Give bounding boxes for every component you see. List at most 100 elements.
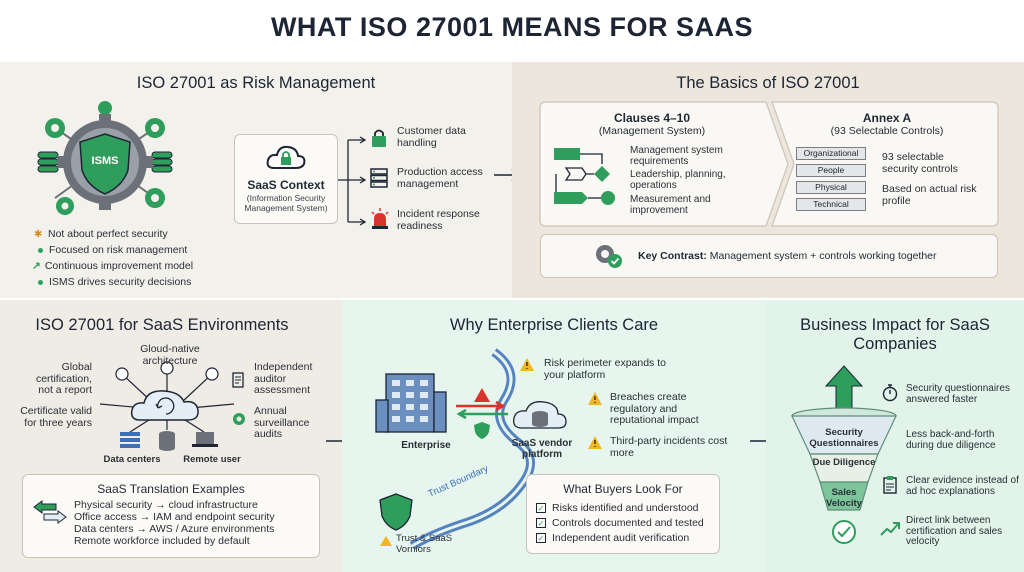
annex-tag: Technical [796,198,866,211]
key-contrast-text: Management system + controls working tog… [709,250,937,262]
risk-note: Third-party incidents cost more [610,435,728,459]
enterprise-vendor-graphic [375,348,567,550]
bug-icon: ✱ [34,229,43,240]
saas-context-card [234,134,338,224]
bracket-connector [338,136,367,226]
risk-note: Breaches create regulatory and reputatio… [610,391,699,426]
buyers-card [526,474,720,554]
annex-note: Based on actual risk profile [882,183,977,207]
clauses-item: Management system requirements [630,145,723,167]
risk-bullet: Focused on risk management [38,244,187,256]
funnel-level: Due Diligence [812,457,876,468]
impact-outcome: Less back-and-forth during due diligence [906,429,996,451]
annex-tag: Physical [796,181,866,194]
warning-icon [380,536,392,546]
buyers-item: ✓Risks identified and understood [536,502,699,514]
gear-icon [233,413,245,425]
shield-icon [79,133,131,195]
risk-panel: ISO 27001 as Risk Management [0,62,521,298]
server-icon [370,168,388,188]
gear-check-icon [596,245,622,268]
buyers-item: ✓Independent audit verification [536,532,690,544]
basics-heading: The Basics of ISO 27001 [676,74,860,92]
translation-item: Data centers → AWS / Azure environments [74,523,275,535]
basics-panel: The Basics of ISO 27001 Clauses 4–10 (Ma… [512,62,1024,298]
isms-gear-graphic [37,101,173,215]
growth-icon [880,522,900,536]
database-icon [159,431,175,451]
swap-arrows-icon [33,500,67,524]
risk-bullet: ↗Continuous improvement model [32,260,194,272]
impact-heading: Business Impact for SaaS Companies [800,316,990,353]
annex-tag: Organizational [796,147,866,160]
annex-title: Annex A [862,111,912,125]
translation-item: Office access → IAM and endpoint securit… [74,511,275,523]
right-label: Annual surveillance audits [254,405,310,440]
checkbox-icon: ✓ [536,518,546,528]
flowchart-icon [554,148,615,205]
clauses-item: Measurement and improvement [630,194,711,216]
translation-item: Remote workforce included by default [74,535,250,547]
bullet-dot [38,279,43,285]
building-icon [375,373,447,433]
clauses-subtitle: (Management System) [598,125,706,137]
key-contrast: Key Contrast: Management system + contro… [638,250,937,262]
isms-badge: ISMS [91,155,119,167]
annex-subtitle: (93 Selectable Controls) [830,125,944,137]
trust-shield-icon [379,493,413,531]
cloud-lock-icon [266,145,306,169]
risk-heading: ISO 27001 as Risk Management [136,74,376,92]
warning-icon [588,436,602,449]
sales-funnel-graphic [791,365,897,544]
saas-env-heading: ISO 27001 for SaaS Environments [35,316,289,334]
translation-item: Physical security → cloud infrastructure [74,499,258,511]
impact-outcome: Security questionnaires answered faster [906,383,1010,405]
saas-context-title: SaaS Context [247,178,325,192]
buyers-item: ✓Controls documented and tested [536,517,704,529]
impact-outcome: Direct link between certification and sa… [906,515,1003,547]
laptop-icon [192,432,218,447]
remote-user-label: Remote user [183,454,241,465]
risk-bullet: ISMS drives security decisions [38,276,191,288]
shield-icon [474,422,490,439]
left-label: Certificate valid for three years [20,405,92,429]
checkbox-icon: ✓ [536,503,546,513]
alarm-icon [371,208,389,229]
check-circle-icon [832,520,856,544]
risk-note: Risk perimeter expands to your platform [544,357,666,381]
item-customer-data: Customer data handling [397,125,466,149]
cloud-database-icon [513,401,567,429]
impact-outcome: Clear evidence instead of ad hoc explana… [906,475,1019,497]
saas-context-subtitle: (Information Security Management System) [244,193,328,213]
warning-icon [588,392,602,405]
risk-bullet: ✱Not about perfect security [34,228,168,240]
page-title: WHAT ISO 27001 MEANS FOR SAAS [270,12,754,42]
cloud-native-label: Gloud-native architecture [140,343,200,367]
saas-env-panel: ISO 27001 for SaaS Environments Gloud-na… [0,300,353,572]
annex-tag: People [796,164,866,177]
clauses-title: Clauses 4–10 [613,111,691,125]
funnel-level: Sales Velocity [826,487,862,509]
checkbox-icon: ✓ [536,533,546,543]
warning-icon [474,388,490,402]
clipboard-icon [883,476,897,494]
data-centers-label: Data centers [103,454,161,465]
why-panel: Why Enterprise Clients Care [342,300,777,572]
funnel-level: Security Questionnaires [809,427,879,449]
left-label: Global certification, not a report [35,361,92,396]
item-incident-response: Incident response readiness [397,208,480,232]
buyers-title: What Buyers Look For [563,482,683,496]
item-production-access: Production access management [397,166,483,190]
key-contrast-label: Key Contrast: [638,250,707,262]
stopwatch-icon [882,384,898,402]
clauses-item: Leadership, planning, operations [630,169,726,191]
bullet-dot [38,247,43,253]
warning-icon [520,358,534,371]
document-pen-icon [232,372,244,388]
trend-up-icon: ↗ [32,260,41,272]
translation-title: SaaS Translation Examples [97,482,245,496]
lock-icon [372,129,386,147]
right-label: Independent auditor assessment [254,361,313,396]
vendor-label: SaaS vendor platform [511,438,573,460]
annex-note: 93 selectable security controls [882,151,958,175]
